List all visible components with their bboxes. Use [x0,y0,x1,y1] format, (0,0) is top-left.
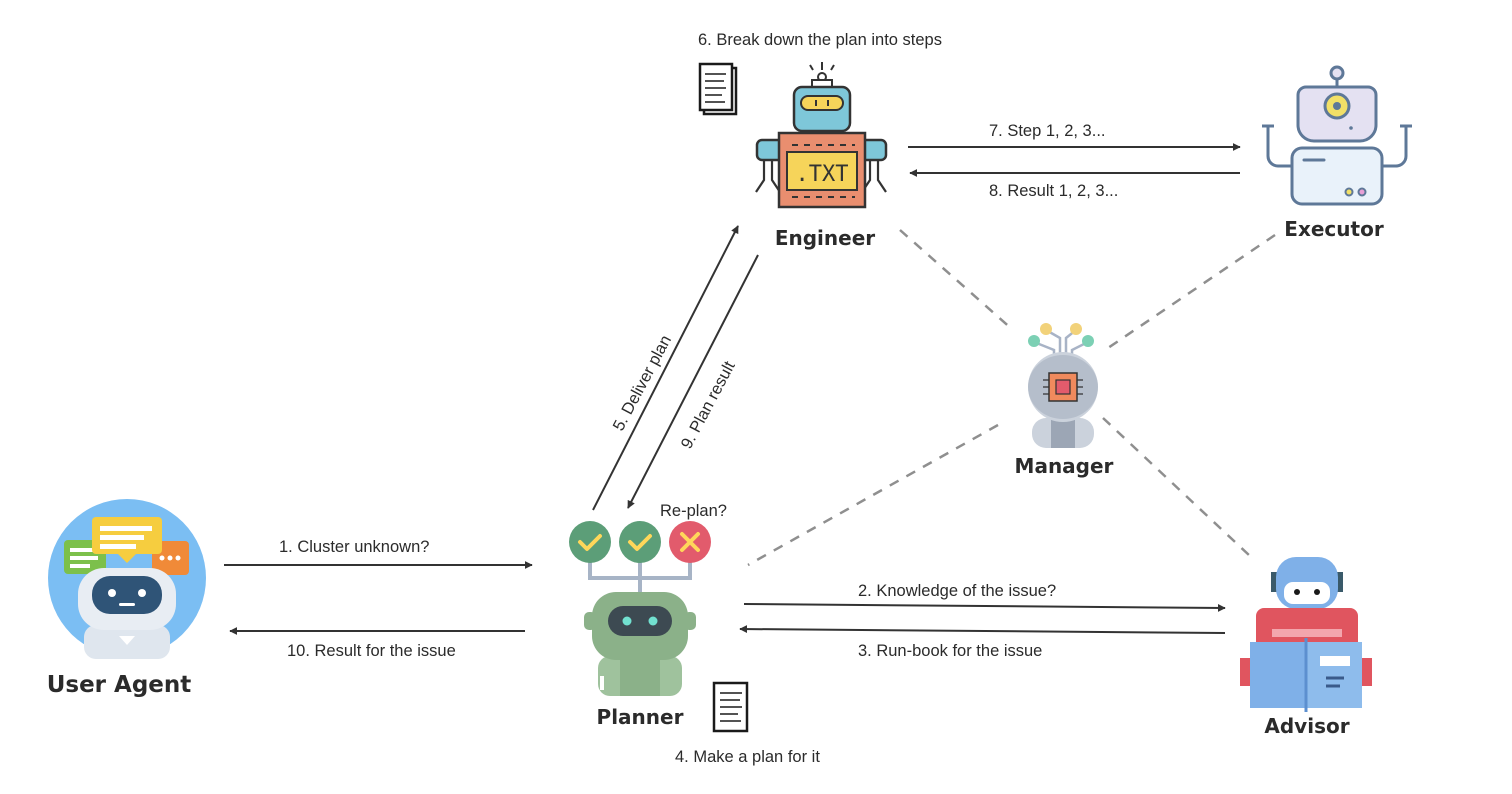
manager-planner-link [747,423,999,567]
robot-icon [1240,557,1372,712]
document-icon [698,62,738,116]
user-agent-node: User Agent [47,499,206,698]
manager-executor-link [1107,233,1276,350]
label-step-5: 5. Deliver plan [610,332,675,434]
label-step-4: 4. Make a plan for it [675,748,820,766]
engineer-screen-text: .TXT [796,162,849,187]
executor-node: Executor [1262,65,1412,241]
robot-icon [1262,65,1412,206]
robot-icon [584,592,696,696]
label-step-2: 2. Knowledge of the issue? [858,582,1056,600]
planner-name: Planner [597,705,684,729]
manager-name: Manager [1015,454,1114,478]
manager-connections [747,229,1276,567]
robot-icon [78,568,176,659]
arrow-step-2 [743,603,1226,612]
advisor-node: Advisor [1240,557,1372,738]
chip-icon [1043,372,1083,402]
label-step-1: 1. Cluster unknown? [279,538,429,556]
label-step-8: 8. Result 1, 2, 3... [989,182,1118,200]
replan-label: Re-plan? [660,502,727,520]
flow-arrows [224,143,1241,635]
book-icon [1240,638,1372,712]
arrow-step-9 [627,254,759,509]
cross-icon [669,521,711,563]
arrow-step-5 [592,225,739,511]
engineer-name: Engineer [775,226,875,250]
manager-engineer-link [899,229,1014,331]
planner-branch-lines [588,560,692,592]
label-step-9: 9. Plan result [678,358,739,452]
step-labels: 1. Cluster unknown? 10. Result for the i… [279,31,1118,766]
label-step-10: 10. Result for the issue [287,642,456,660]
arrow-step-3 [739,625,1226,634]
check-icon [569,521,611,563]
planner-node: Planner [569,521,749,733]
user-agent-name: User Agent [47,672,192,698]
document-icon [712,681,749,733]
executor-name: Executor [1284,217,1384,241]
label-step-3: 3. Run-book for the issue [858,642,1042,660]
robot-icon: .TXT [755,62,888,209]
advisor-name: Advisor [1264,714,1349,738]
label-step-6: 6. Break down the plan into steps [698,31,942,49]
manager-advisor-link [1102,417,1251,557]
label-step-7: 7. Step 1, 2, 3... [989,122,1106,140]
check-icon [619,521,661,563]
manager-node: Manager [1015,323,1114,478]
engineer-node: .TXT Engineer [698,62,888,250]
robot-icon [1028,323,1098,448]
chat-bubbles-icon [64,517,189,575]
